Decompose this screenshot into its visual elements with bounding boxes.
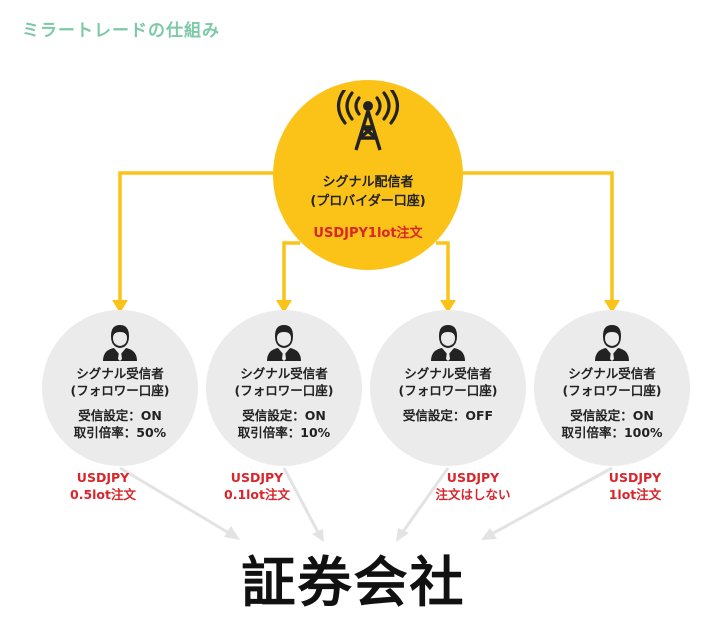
broker-arrowhead-4 — [481, 528, 497, 540]
signal-tower-icon — [336, 90, 400, 151]
person-icon — [431, 325, 465, 361]
follower-3: シグナル受信者 (フォロワー口座) 受信設定：OFF — [370, 310, 526, 466]
follower-account: (フォロワー口座) — [70, 383, 170, 398]
broker-arrowhead-2 — [312, 529, 324, 542]
broker-arrow-1 — [119, 466, 235, 538]
arrowhead-3 — [440, 300, 456, 313]
person-icon — [267, 325, 301, 361]
follower-3-order: USDJPY 注文はしない — [418, 469, 528, 503]
provider-link-mid-left — [282, 241, 300, 300]
arrowhead-2 — [276, 300, 292, 313]
broker-arrow-3 — [398, 467, 450, 537]
order-detail: 注文はしない — [435, 487, 511, 502]
order-detail: 0.5lot注文 — [70, 487, 136, 502]
broker-arrow-2 — [282, 467, 322, 537]
order-detail: 0.1lot注文 — [224, 487, 290, 502]
follower-account: (フォロワー口座) — [398, 383, 498, 398]
broker-arrowhead-1 — [224, 526, 240, 540]
provider-link-right — [459, 171, 614, 300]
broker-arrow-4 — [487, 466, 613, 538]
provider-link-mid-right — [436, 241, 450, 300]
follower-role: シグナル受信者 — [76, 366, 164, 381]
follower-4-order: USDJPY 1lot注文 — [580, 469, 690, 503]
follower-trade-ratio: 取引倍率：10% — [237, 425, 331, 440]
provider-role: シグナル配信者 — [322, 175, 414, 190]
follower-role: シグナル受信者 — [240, 366, 328, 381]
follower-role: シグナル受信者 — [404, 366, 492, 381]
follower-4: シグナル受信者 (フォロワー口座) 受信設定：ON 取引倍率：100% — [534, 310, 690, 466]
follower-2-order: USDJPY 0.1lot注文 — [202, 469, 312, 503]
follower-account: (フォロワー口座) — [562, 383, 662, 398]
arrowhead-4 — [604, 300, 620, 313]
follower-receive-setting: 受信設定：ON — [78, 408, 162, 423]
follower-1-order: USDJPY 0.5lot注文 — [48, 469, 158, 503]
follower-trade-ratio: 取引倍率：50% — [73, 425, 167, 440]
follower-receive-setting: 受信設定：ON — [242, 408, 326, 423]
person-icon — [103, 325, 137, 361]
page-title: ミラートレードの仕組み — [22, 21, 220, 41]
follower-receive-setting: 受信設定：OFF — [402, 408, 494, 423]
signal-provider: シグナル配信者 (プロバイダー口座) USDJPY1lot注文 — [273, 80, 463, 270]
broker-label: 証券会社 — [241, 551, 466, 614]
provider-order: USDJPY1lot注文 — [313, 226, 423, 241]
follower-role: シグナル受信者 — [568, 366, 656, 381]
arrowhead-1 — [112, 300, 128, 313]
broker-arrowhead-3 — [396, 528, 409, 542]
order-symbol: USDJPY — [446, 470, 500, 485]
follower-receive-setting: 受信設定：ON — [570, 408, 654, 423]
provider-account: (プロバイダー口座) — [310, 194, 426, 209]
provider-link-left — [118, 171, 277, 300]
order-symbol: USDJPY — [76, 470, 130, 485]
follower-1: シグナル受信者 (フォロワー口座) 受信設定：ON 取引倍率：50% — [42, 310, 198, 466]
person-icon — [595, 325, 629, 361]
order-symbol: USDJPY — [230, 470, 284, 485]
follower-2: シグナル受信者 (フォロワー口座) 受信設定：ON 取引倍率：10% — [206, 310, 362, 466]
order-symbol: USDJPY — [608, 470, 662, 485]
follower-account: (フォロワー口座) — [234, 383, 334, 398]
order-detail: 1lot注文 — [608, 487, 662, 502]
follower-trade-ratio: 取引倍率：100% — [561, 425, 663, 440]
